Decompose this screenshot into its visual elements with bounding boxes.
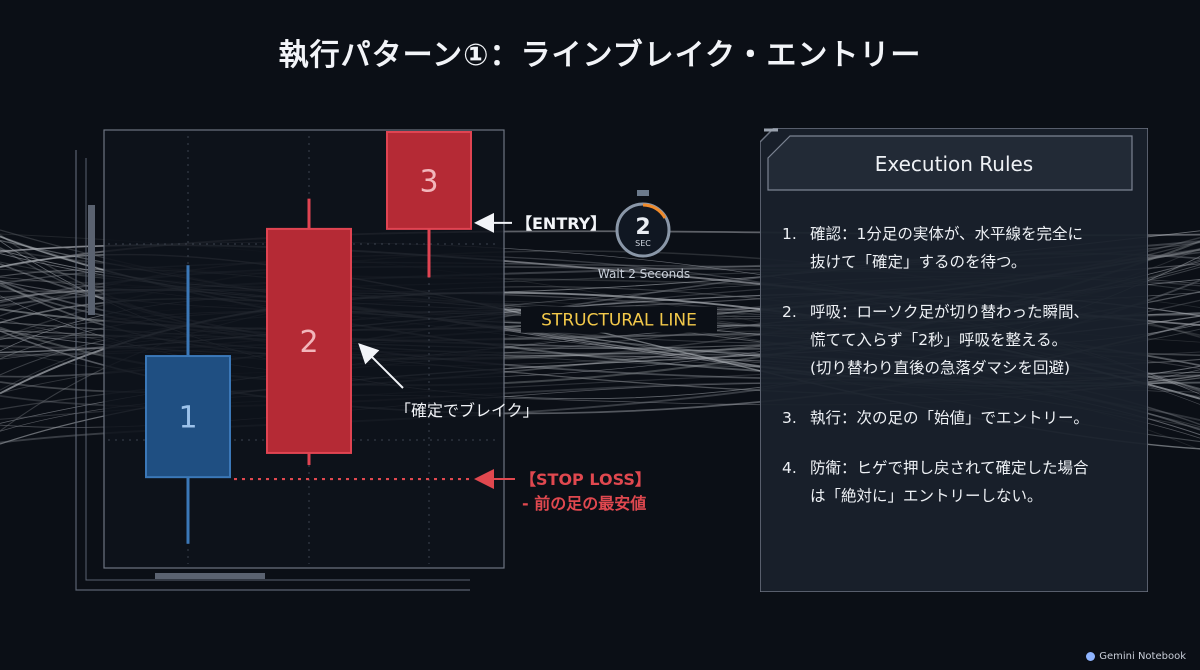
timer-unit: SEC bbox=[635, 239, 651, 248]
brand-badge: Gemini Notebook bbox=[1086, 651, 1186, 662]
candle-body bbox=[386, 131, 472, 230]
rule-text: 呼吸：ローソク足が切り替わった瞬間、 慌てて入らず「2秒」呼吸を整える。 (切り… bbox=[810, 303, 1090, 377]
candles: 1 2 3 bbox=[145, 131, 472, 544]
rule-number: 2. bbox=[782, 303, 797, 321]
rule-item: 2. 呼吸：ローソク足が切り替わった瞬間、 慌てて入らず「2秒」呼吸を整える。 … bbox=[782, 298, 1132, 382]
timer-caption: Wait 2 Seconds bbox=[598, 267, 690, 281]
rule-text: 防衛：ヒゲで押し戻されて確定した場合 は「絶対に」エントリーしない。 bbox=[810, 459, 1089, 505]
rule-item: 4. 防衛：ヒゲで押し戻されて確定した場合 は「絶対に」エントリーしない。 bbox=[782, 454, 1132, 510]
rules-list: 1. 確認：1分足の実体が、水平線を完全に 抜けて「確定」するのを待つ。 2. … bbox=[782, 220, 1132, 532]
stopwatch-icon: 2 SEC bbox=[615, 190, 671, 258]
structural-line-label-bg bbox=[521, 306, 717, 333]
rule-number: 4. bbox=[782, 459, 797, 477]
rule-item: 1. 確認：1分足の実体が、水平線を完全に 抜けて「確定」するのを待つ。 bbox=[782, 220, 1132, 276]
rule-text: 確認：1分足の実体が、水平線を完全に 抜けて「確定」するのを待つ。 bbox=[810, 225, 1084, 271]
panel-title: Execution Rules bbox=[874, 152, 1034, 176]
stop-loss-subtitle: - 前の足の最安値 bbox=[522, 494, 646, 513]
rule-number: 1. bbox=[782, 225, 797, 243]
candle-label: 1 bbox=[178, 401, 197, 436]
candle-body bbox=[266, 227, 352, 454]
rule-number: 3. bbox=[782, 409, 797, 427]
stop-loss-title: 【STOP LOSS】 bbox=[520, 470, 651, 489]
candle-body bbox=[145, 355, 231, 479]
entry-label: 【ENTRY】 bbox=[516, 214, 606, 233]
panel-frame bbox=[760, 128, 1148, 592]
timer-number: 2 bbox=[635, 215, 650, 240]
break-label: 「確定でブレイク」 bbox=[395, 401, 539, 420]
structural-line-label: STRUCTURAL LINE bbox=[541, 311, 697, 331]
rule-item: 3. 執行：次の足の「始値」でエントリー。 bbox=[782, 404, 1132, 432]
candle-label: 2 bbox=[299, 325, 318, 360]
rule-text: 執行：次の足の「始値」でエントリー。 bbox=[810, 409, 1089, 427]
execution-rules-panel: Execution Rules 1. 確認：1分足の実体が、水平線を完全に 抜け… bbox=[760, 128, 1148, 592]
candle-label: 3 bbox=[419, 164, 438, 199]
gemini-icon bbox=[1086, 652, 1096, 661]
brand-label: Gemini Notebook bbox=[1099, 651, 1186, 662]
break-arrow bbox=[358, 343, 404, 389]
page-title: 執行パターン①：ラインブレイク・エントリー bbox=[278, 38, 922, 73]
